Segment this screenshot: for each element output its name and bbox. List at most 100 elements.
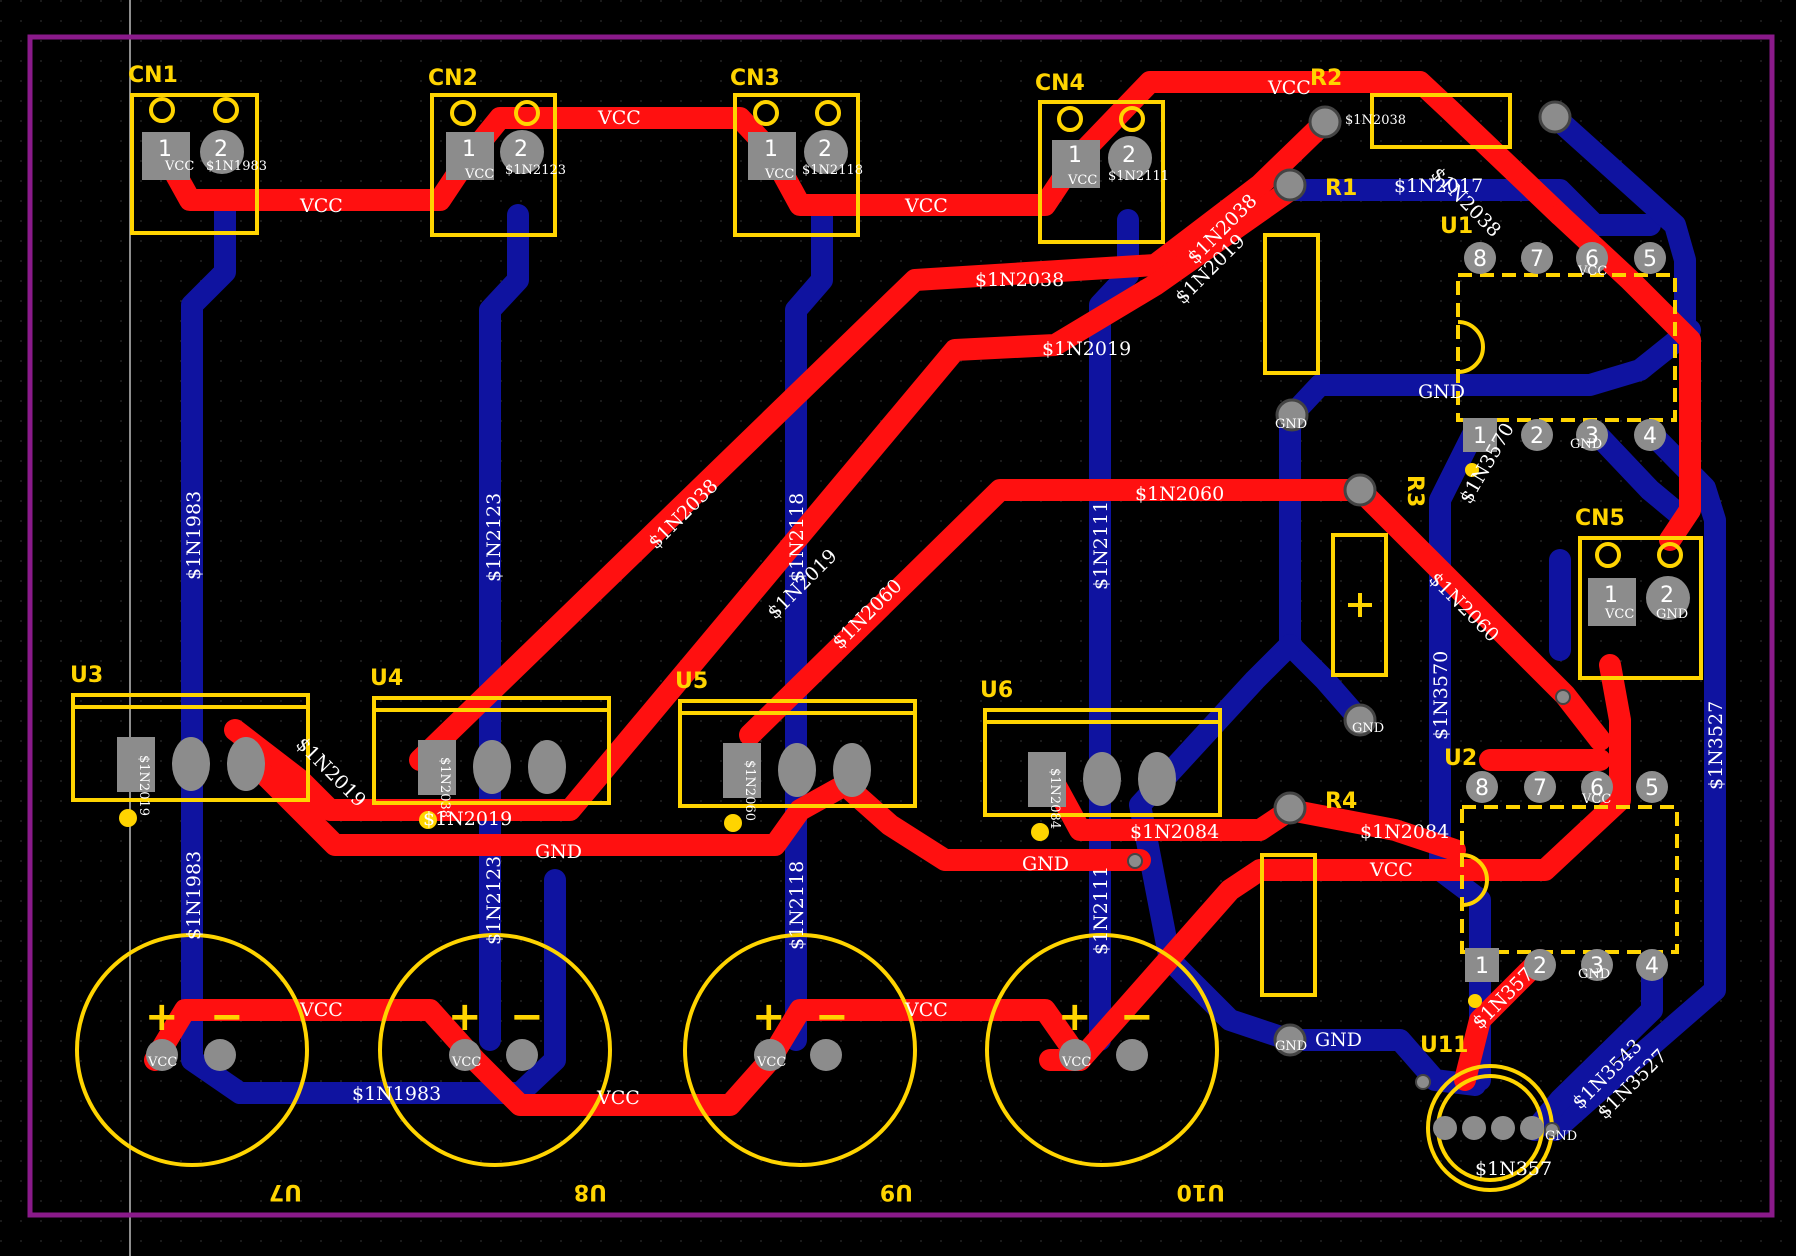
cn2-pad-2 — [500, 130, 544, 174]
svg-text:VCC: VCC — [1267, 77, 1311, 99]
svg-text:$1N1983: $1N1983 — [183, 491, 205, 580]
cn5-outline — [1578, 536, 1703, 680]
svg-text:1: 1 — [1473, 424, 1487, 449]
svg-text:$1N2060: $1N2060 — [742, 760, 757, 821]
svg-text:4: 4 — [1643, 424, 1657, 449]
cn4-outline — [1038, 100, 1165, 244]
label-u8: U8 — [574, 1179, 607, 1204]
trace-1n1983-bottom — [181, 199, 566, 1104]
svg-text:VCC: VCC — [464, 167, 494, 182]
svg-text:$1N2111: $1N2111 — [1090, 866, 1112, 955]
trace-1n2111-bottom — [1089, 209, 1139, 1051]
board-outline — [27, 34, 1775, 1218]
cn5-pad-1 — [1588, 578, 1636, 626]
r1-outline — [1263, 233, 1320, 375]
svg-text:$1N2118: $1N2118 — [802, 163, 863, 178]
u9-minus: − — [815, 994, 849, 1040]
svg-text:$1N1983: $1N1983 — [352, 1083, 441, 1105]
svg-text:VCC: VCC — [1067, 173, 1097, 188]
svg-text:GND: GND — [1352, 721, 1384, 736]
svg-text:VCC: VCC — [764, 167, 794, 182]
r2-outline — [1370, 93, 1512, 149]
svg-text:VCC: VCC — [1061, 1055, 1091, 1070]
u7-minus: − — [210, 994, 244, 1040]
svg-text:5: 5 — [1645, 776, 1659, 801]
trace-1n2038 — [409, 111, 1336, 771]
svg-text:8: 8 — [1473, 247, 1487, 272]
r4-outline — [1260, 853, 1317, 997]
svg-text:GND: GND — [1275, 417, 1307, 432]
cn3-outline — [733, 93, 860, 237]
label-r3: R3 — [1402, 475, 1427, 507]
svg-text:2: 2 — [818, 137, 832, 162]
label-r2: R2 — [1310, 66, 1342, 91]
svg-text:$1N2019: $1N2019 — [1042, 338, 1131, 360]
svg-text:5: 5 — [1643, 247, 1657, 272]
trace-gnd-u1-bottom — [1281, 319, 1701, 426]
label-u4: U4 — [370, 666, 403, 691]
designator-labels: CN1 CN2 CN3 CN4 CN5 R2 R1 U1 U2 U3 U4 U5… — [70, 63, 1625, 1204]
svg-text:$1N2038: $1N2038 — [437, 757, 452, 818]
u6-outline — [983, 708, 1222, 817]
svg-text:$1N3570: $1N3570 — [1430, 651, 1452, 740]
svg-text:GND: GND — [1656, 607, 1688, 622]
u9-outline — [683, 933, 917, 1167]
svg-text:$1N2111: $1N2111 — [1108, 169, 1169, 184]
svg-text:8: 8 — [1475, 776, 1489, 801]
svg-text:$1N2084: $1N2084 — [1047, 768, 1062, 829]
u2-outline — [1460, 805, 1679, 954]
u10-outline — [985, 933, 1219, 1167]
svg-text:$1N2123: $1N2123 — [483, 493, 505, 582]
svg-text:4: 4 — [1645, 954, 1659, 979]
svg-text:VCC: VCC — [1581, 792, 1611, 807]
trace-gnd-u3-u6 — [254, 764, 1151, 871]
pads-layer[interactable] — [117, 97, 1690, 1140]
svg-text:$1N2084: $1N2084 — [1130, 821, 1219, 843]
cn4-pad-1 — [1052, 140, 1100, 188]
trace-vcc-bottom-row — [144, 999, 1091, 1116]
r4-pad-2 — [1273, 1023, 1307, 1057]
svg-text:$1N2017: $1N2017 — [1394, 175, 1483, 197]
r1-pad-2 — [1275, 398, 1309, 432]
trace-vcc-cn5-u2 — [1039, 654, 1631, 1071]
r3-pad-1 — [1343, 473, 1377, 507]
trace-gnd-u1-3-bottom — [1584, 421, 1691, 526]
svg-text:3: 3 — [1585, 424, 1599, 449]
u10-minus: − — [1120, 994, 1154, 1040]
label-cn3: CN3 — [730, 66, 780, 91]
label-u9: U9 — [880, 1179, 913, 1204]
svg-text:$1N2038: $1N2038 — [975, 269, 1064, 291]
u8-minus: − — [510, 994, 544, 1040]
svg-text:$1N2019: $1N2019 — [423, 808, 512, 830]
cn1-pad-1 — [446, 132, 494, 180]
svg-text:2: 2 — [1660, 583, 1674, 608]
svg-text:1: 1 — [1475, 954, 1489, 979]
label-cn1: CN1 — [128, 63, 178, 88]
trace-gnd-r2-bottom — [1544, 106, 1696, 341]
r4-pad-1 — [1273, 791, 1307, 825]
svg-text:6: 6 — [1585, 247, 1599, 272]
svg-text:GND: GND — [1418, 381, 1465, 403]
label-u7: U7 — [269, 1179, 302, 1204]
u10-plus: + — [1058, 994, 1092, 1040]
svg-text:2: 2 — [1533, 954, 1547, 979]
label-cn5: CN5 — [1575, 506, 1625, 531]
svg-text:1: 1 — [1604, 583, 1618, 608]
svg-text:2: 2 — [1530, 424, 1544, 449]
label-u10: U10 — [1177, 1179, 1225, 1204]
label-u5: U5 — [675, 669, 708, 694]
u9-plus: + — [752, 994, 786, 1040]
cn1-outline — [130, 93, 259, 235]
svg-text:1: 1 — [764, 137, 778, 162]
r2-pad-1 — [1308, 105, 1342, 139]
svg-text:$1N2060: $1N2060 — [1135, 483, 1224, 505]
label-r4: R4 — [1325, 789, 1357, 814]
svg-text:$1N2123: $1N2123 — [483, 856, 505, 945]
label-u1: U1 — [1440, 214, 1473, 239]
svg-text:VCC: VCC — [756, 1055, 786, 1070]
u7-plus: + — [145, 994, 179, 1040]
svg-text:$1N1983: $1N1983 — [206, 159, 267, 174]
svg-text:2: 2 — [214, 137, 228, 162]
trace-1n3543-bottom — [1524, 954, 1663, 1141]
